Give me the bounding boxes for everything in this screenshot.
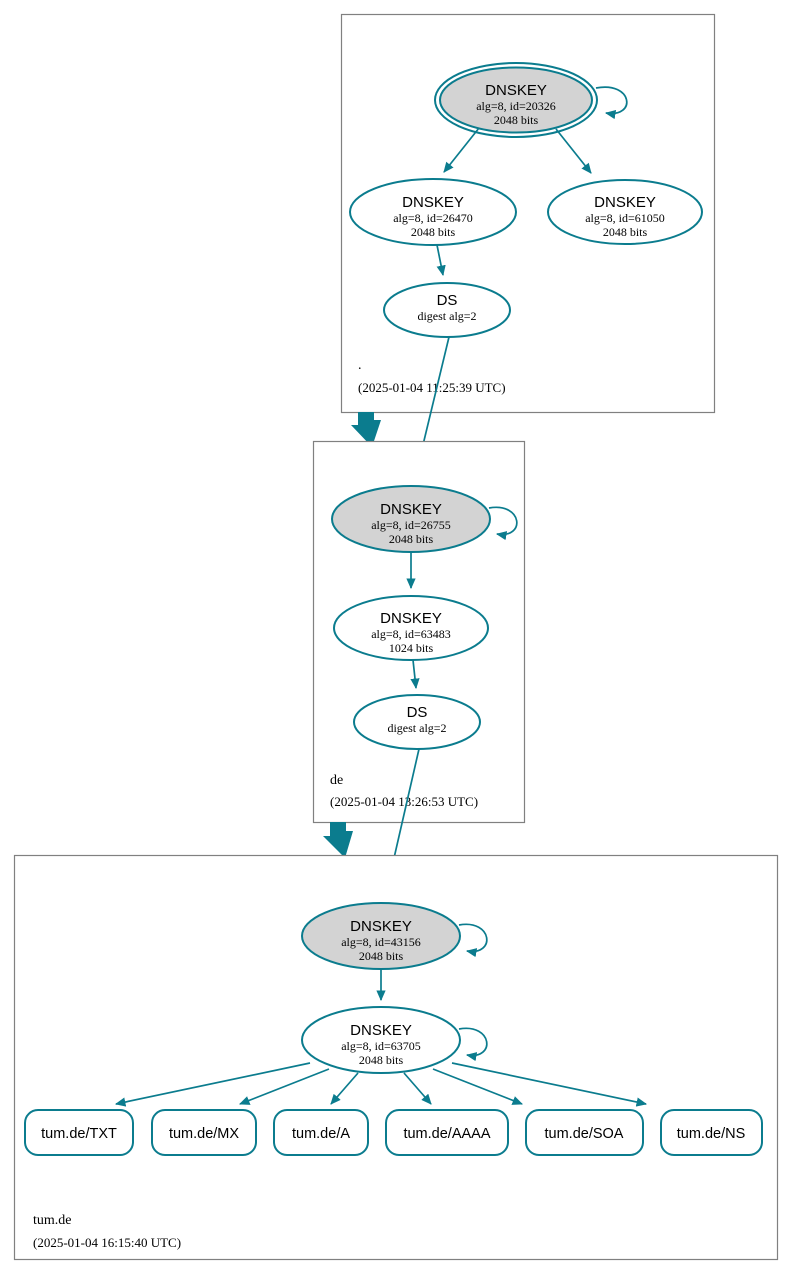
node-de-zsk-ellipse: [333, 595, 489, 661]
node-root-ksk[interactable]: DNSKEY alg=8, id=20326 2048 bits: [434, 62, 628, 138]
node-tumde-zsk[interactable]: DNSKEY alg=8, id=63705 2048 bits: [301, 1006, 488, 1074]
node-de-ds-digest: digest alg=2: [387, 721, 446, 735]
rrset-tum-de-soa[interactable]: tum.de/SOA: [525, 1109, 644, 1156]
node-de-ds-title: DS: [407, 704, 428, 721]
rrset-tum-de-aaaa-box: [385, 1109, 509, 1156]
node-tumde-ksk-alg: alg=8, id=43156: [341, 935, 421, 949]
zone-root-name: .: [358, 358, 362, 373]
node-de-ksk[interactable]: DNSKEY alg=8, id=26755 2048 bits: [331, 485, 518, 553]
edge-tumde-zsk-to-a: [330, 1072, 359, 1105]
node-tumde-ksk-bits: 2048 bits: [359, 949, 404, 963]
node-tumde-zsk-bits: 2048 bits: [359, 1053, 404, 1067]
node-root-ksk-alg: alg=8, id=20326: [476, 99, 556, 113]
zone-tumde: DNSKEY alg=8, id=43156 2048 bits DNSKEY …: [13, 854, 779, 1261]
node-root-ds-title: DS: [437, 292, 458, 309]
edge-tumde-zsk-to-aaaa: [403, 1072, 432, 1105]
rrset-tum-de-a-box: [273, 1109, 369, 1156]
rrset-tum-de-ns-label: tum.de/NS: [677, 1126, 746, 1142]
rrset-tum-de-ns[interactable]: tum.de/NS: [660, 1109, 763, 1156]
zone-tumde-timestamp: (2025-01-04 16:15:40 UTC): [33, 1235, 181, 1250]
node-de-zsk-bits: 1024 bits: [389, 641, 434, 655]
edge-tumde-zsk-to-soa: [432, 1068, 523, 1105]
node-tumde-zsk-ellipse: [301, 1006, 461, 1074]
node-de-ksk-title: DNSKEY: [380, 501, 442, 518]
rrset-tum-de-mx-label: tum.de/MX: [169, 1126, 239, 1142]
zone-root: DNSKEY alg=8, id=20326 2048 bits DNSKEY …: [340, 13, 716, 414]
edge-tumde-ksk-selfsign: [458, 923, 488, 958]
node-tumde-ksk[interactable]: DNSKEY alg=8, id=43156 2048 bits: [301, 902, 488, 970]
node-tumde-zsk-alg: alg=8, id=63705: [341, 1039, 421, 1053]
node-root-zsk-26470[interactable]: DNSKEY alg=8, id=26470 2048 bits: [349, 178, 517, 246]
zone-de-name: de: [330, 773, 343, 788]
edge-de-zsk-to-ds: [410, 659, 420, 690]
node-de-ds-ellipse: [353, 694, 481, 750]
edge-root-ksk-to-zsk61050: [555, 128, 592, 174]
edge-zone-de-to-tumde: [323, 822, 353, 858]
rrset-tum-de-aaaa-label: tum.de/AAAA: [403, 1126, 490, 1142]
rrset-tum-de-a[interactable]: tum.de/A: [273, 1109, 369, 1156]
node-root-zsk-61050-title: DNSKEY: [594, 194, 656, 211]
rrset-tum-de-txt-box: [24, 1109, 134, 1156]
node-de-ksk-alg: alg=8, id=26755: [371, 518, 451, 532]
edge-zone-root-to-de: [351, 412, 381, 447]
edge-root-zsk26470-to-ds: [436, 244, 446, 277]
rrset-tum-de-aaaa[interactable]: tum.de/AAAA: [385, 1109, 509, 1156]
node-de-zsk-title: DNSKEY: [380, 610, 442, 627]
node-root-zsk-61050-bits: 2048 bits: [603, 225, 648, 239]
rrset-tum-de-soa-box: [525, 1109, 644, 1156]
node-root-zsk-26470-ellipse: [349, 178, 517, 246]
node-root-zsk-26470-alg: alg=8, id=26470: [393, 211, 473, 225]
edge-tumde-zsk-to-txt: [114, 1062, 311, 1107]
node-root-zsk-61050[interactable]: DNSKEY alg=8, id=61050 2048 bits: [547, 179, 703, 245]
rrset-tum-de-ns-box: [660, 1109, 763, 1156]
node-de-zsk-alg: alg=8, id=63483: [371, 627, 451, 641]
edge-tumde-zsk-to-ns: [451, 1062, 648, 1107]
trust-anchor-outer-ring: [434, 62, 598, 138]
edge-tumde-zsk-selfsign: [458, 1027, 488, 1062]
node-root-ds[interactable]: DS digest alg=2: [383, 282, 511, 338]
rrset-tum-de-a-label: tum.de/A: [292, 1126, 350, 1142]
rrset-tum-de-txt[interactable]: tum.de/TXT: [24, 1109, 134, 1156]
edge-de-ksk-selfsign: [488, 506, 518, 541]
node-de-zsk[interactable]: DNSKEY alg=8, id=63483 1024 bits: [333, 595, 489, 661]
node-root-ksk-bits: 2048 bits: [494, 113, 539, 127]
rrset-tum-de-soa-label: tum.de/SOA: [545, 1126, 624, 1142]
rrset-tum-de-txt-label: tum.de/TXT: [41, 1126, 117, 1142]
node-root-zsk-61050-alg: alg=8, id=61050: [585, 211, 665, 225]
rrset-tum-de-mx-box: [151, 1109, 257, 1156]
node-root-ds-digest: digest alg=2: [417, 309, 476, 323]
edge-root-ksk-to-zsk26470: [443, 127, 480, 173]
edge-tumde-zsk-to-mx: [239, 1068, 330, 1105]
node-root-zsk-26470-title: DNSKEY: [402, 194, 464, 211]
node-de-ds[interactable]: DS digest alg=2: [353, 694, 481, 750]
node-root-ksk-ellipse: [439, 66, 593, 134]
zone-de-timestamp: (2025-01-04 13:26:53 UTC): [330, 794, 478, 809]
rrset-tum-de-mx[interactable]: tum.de/MX: [151, 1109, 257, 1156]
zone-tumde-name: tum.de: [33, 1213, 72, 1228]
node-root-zsk-26470-bits: 2048 bits: [411, 225, 456, 239]
node-de-ksk-bits: 2048 bits: [389, 532, 434, 546]
node-tumde-ksk-title: DNSKEY: [350, 918, 412, 935]
zone-root-timestamp: (2025-01-04 11:25:39 UTC): [358, 380, 506, 395]
node-root-ds-ellipse: [383, 282, 511, 338]
node-root-zsk-61050-ellipse: [547, 179, 703, 245]
node-tumde-zsk-title: DNSKEY: [350, 1022, 412, 1039]
zone-de: DNSKEY alg=8, id=26755 2048 bits DNSKEY …: [312, 440, 526, 824]
node-root-ksk-title: DNSKEY: [485, 82, 547, 99]
edge-root-ksk-selfsign: [595, 86, 628, 120]
